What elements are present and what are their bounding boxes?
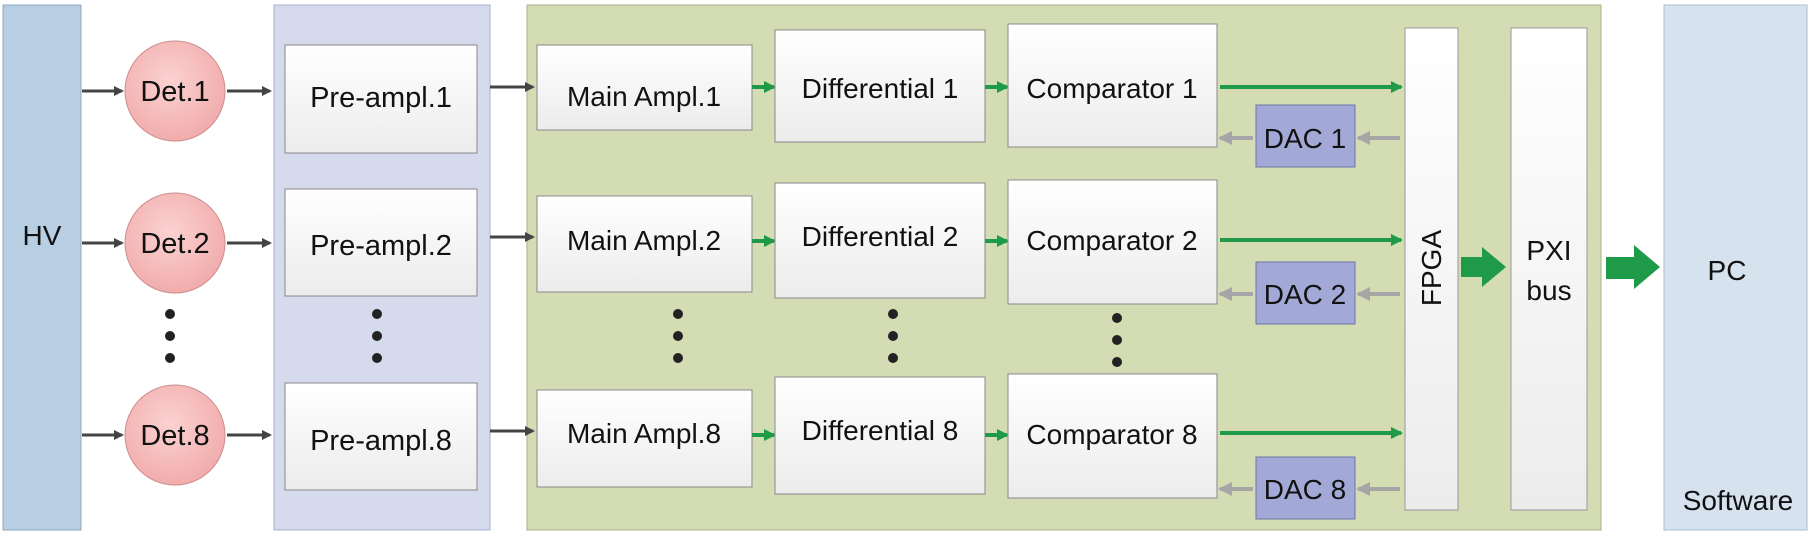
main-ampl-8-label: Main Ampl.8 (567, 418, 721, 449)
channel-row-8: Det.8 Pre-ampl.8 Main Ampl.8 Differentia… (82, 373, 1403, 520)
fpga-label: FPGA (1416, 230, 1447, 307)
main-ampl-1-label: Main Ampl.1 (567, 81, 721, 112)
differential-1 (774, 29, 986, 143)
main-ampl-8 (536, 389, 753, 488)
comparator-2-label: Comparator 2 (1026, 225, 1197, 256)
ellipsis-dots-comp (1112, 313, 1122, 367)
comparator-1 (1007, 23, 1218, 148)
detector-2-label: Det.2 (140, 228, 209, 260)
dac-2-label: DAC 2 (1264, 279, 1346, 310)
comparator-8-label: Comparator 8 (1026, 419, 1197, 450)
preamp-2-label: Pre-ampl.2 (310, 230, 452, 262)
preamp-2 (284, 188, 478, 297)
detector-1 (124, 40, 226, 142)
comparator-1-label: Comparator 1 (1026, 73, 1197, 104)
dac-8-label: DAC 8 (1264, 474, 1346, 505)
differential-2-label: Differential 2 (802, 221, 959, 252)
main-ampl-2-label: Main Ampl.2 (567, 225, 721, 256)
pxi-label-line2: bus (1526, 275, 1571, 306)
dac-2 (1255, 261, 1356, 325)
preamp-8-label: Pre-ampl.8 (310, 425, 452, 457)
differential-2 (774, 182, 986, 299)
hv-block (2, 4, 82, 531)
comparator-8 (1007, 373, 1218, 499)
differential-1-label: Differential 1 (802, 73, 959, 104)
channel-row-2: Det.2 Pre-ampl.2 Main Ampl.2 Differentia… (82, 179, 1403, 325)
preamp-1 (284, 44, 478, 154)
differential-8-label: Differential 8 (802, 415, 959, 446)
pxi-bus-block (1510, 27, 1588, 511)
dac-1-label: DAC 1 (1264, 123, 1346, 154)
preamp-1-label: Pre-ampl.1 (310, 82, 452, 114)
pc-block (1663, 4, 1808, 531)
channel-row-1: Det.1 Pre-ampl.1 Main Ampl.1 Differentia… (82, 23, 1403, 168)
pxi-label-line1: PXI (1526, 235, 1571, 266)
detector-8-label: Det.8 (140, 420, 209, 452)
fpga-block (1404, 27, 1459, 511)
pxi-to-pc-arrow (1606, 245, 1660, 289)
detector-8 (124, 384, 226, 486)
main-ampl-1 (536, 44, 753, 131)
pc-software-label: Software (1683, 485, 1794, 516)
hv-label: HV (23, 220, 62, 251)
comparator-2 (1007, 179, 1218, 305)
preamp-8 (284, 382, 478, 491)
ellipsis-dots-main (673, 309, 683, 363)
ellipsis-dots-det (165, 309, 175, 363)
dac-1 (1255, 104, 1356, 168)
dac-8 (1255, 456, 1356, 520)
pc-label: PC (1708, 255, 1747, 286)
detector-1-label: Det.1 (140, 76, 209, 108)
ellipsis-dots-preamp (372, 309, 382, 363)
fpga-to-pxi-arrow (1461, 247, 1506, 287)
detector-2 (124, 192, 226, 294)
main-ampl-2 (536, 195, 753, 293)
ellipsis-dots-diff (888, 309, 898, 363)
